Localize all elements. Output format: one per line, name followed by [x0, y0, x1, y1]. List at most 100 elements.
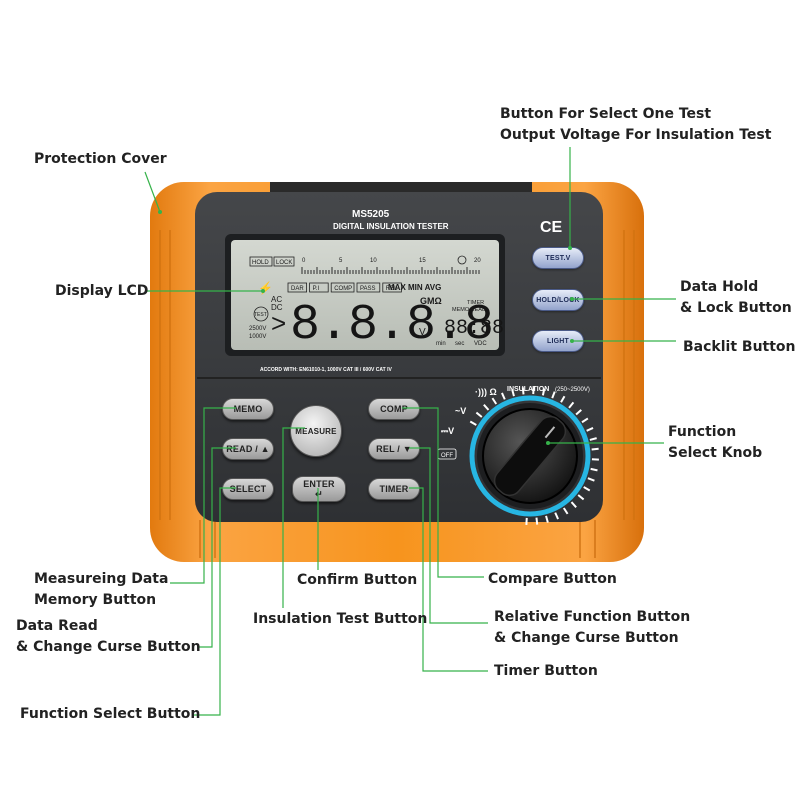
knob-dcv-label: ⎓V: [441, 426, 454, 436]
lcd-hold: HOLD: [252, 260, 269, 266]
knob-ohm-label: ·))) Ω: [475, 387, 497, 397]
lcd-timer-label: TIMER: [467, 300, 484, 306]
callout-function-select: Function Select Button: [20, 706, 201, 722]
callout-memory: Measureing Data Memory Button: [34, 571, 169, 608]
lcd-unit-v: V: [419, 327, 426, 338]
display-lcd: [231, 240, 499, 350]
knob-tick: [587, 477, 595, 482]
lcd-test-badge: [253, 306, 269, 322]
lcd-mode-box: [309, 282, 329, 293]
read-button[interactable]: READ / ▲: [222, 438, 274, 460]
callout-compare: Compare Button: [488, 571, 617, 587]
knob-tick: [501, 392, 506, 400]
lcd-mode-indicators: DAR P.I COMP PASS REL: [287, 282, 402, 293]
lcd-2500v: 2500V: [249, 326, 266, 332]
callout-relative: Relative Function Button & Change Curse …: [494, 609, 691, 646]
lcd-1000v: 1000V: [249, 334, 266, 340]
standard-text: ACCORD WITH: EN61010-1, 1000V CAT III / …: [260, 367, 392, 373]
knob-tick: [483, 404, 490, 411]
function-select-knob[interactable]: [482, 408, 578, 504]
knob-insulation-label: INSULATION: [507, 386, 549, 393]
lcd-max-min-avg: MAX MIN AVG: [388, 283, 441, 292]
comp-button[interactable]: COMP: [368, 398, 420, 420]
lcd-mode-dar: DAR: [291, 286, 304, 292]
lcd-vdc: VDC: [474, 341, 487, 347]
knob-tick: [491, 397, 498, 405]
lcd-mode-box: [382, 282, 402, 293]
measure-button[interactable]: MEASURE: [290, 405, 342, 457]
knob-tick: [535, 517, 539, 525]
timer-button[interactable]: TIMER: [368, 478, 420, 500]
callout-insulation-test: Insulation Test Button: [253, 611, 428, 627]
knob-tick: [521, 387, 525, 395]
lcd-scale-10: 10: [370, 258, 377, 264]
select-button[interactable]: SELECT: [222, 478, 274, 500]
lcd-dc: DC: [271, 303, 283, 312]
knob-tick: [583, 486, 591, 492]
test-voltage-button[interactable]: TEST.V: [532, 247, 584, 269]
enter-button[interactable]: ENTER ↵: [292, 476, 346, 502]
callout-test-voltage: Button For Select One Test Output Voltag…: [500, 106, 772, 143]
lcd-mode-box: [287, 282, 308, 293]
lcd-main-digits: 8.8.8.8: [290, 297, 493, 354]
lcd-min: min: [436, 341, 446, 347]
lcd-greater-than: >: [271, 308, 286, 338]
lcd-mode-box: [330, 282, 355, 293]
callout-hold-lock: Data Hold & Lock Button: [680, 279, 792, 316]
knob-tick: [545, 515, 549, 523]
lcd-scale-0: 0: [302, 258, 306, 264]
lcd-small-digits: 88:88: [444, 317, 504, 340]
callout-display-lcd: Display LCD: [55, 283, 149, 299]
memo-button[interactable]: MEMO: [222, 398, 274, 420]
lcd-sec: sec: [455, 341, 464, 347]
lcd-memo-read: MEMO READ: [452, 307, 486, 313]
knob-tick: [581, 417, 589, 424]
lcd-mode-pass: PASS: [360, 286, 376, 292]
knob-tick: [568, 401, 575, 409]
knob-tick: [511, 389, 515, 397]
enter-label: ENTER: [303, 479, 335, 489]
knob-tick-ring: [469, 387, 599, 525]
lcd-unit-gmo: GMΩ: [420, 296, 442, 306]
device-model: MS5205: [352, 209, 390, 220]
lcd-warning-icon: ⚡: [258, 281, 273, 295]
lcd-scale-20: 20: [474, 258, 481, 264]
lcd-ac: AC: [271, 295, 282, 304]
lcd-mode-pi: P.I: [313, 286, 320, 292]
knob-tick: [586, 427, 594, 432]
lcd-mode-rel: REL: [386, 286, 398, 292]
knob-off-label: OFF: [441, 453, 453, 459]
knob-tick: [577, 494, 585, 501]
knob-tick: [570, 501, 577, 508]
knob-tick: [562, 507, 569, 515]
lcd-mode-comp: COMP: [334, 286, 352, 292]
lcd-scale-5: 5: [339, 258, 343, 264]
knob-tick: [590, 467, 598, 472]
callout-function-knob: Function Select Knob: [668, 424, 763, 461]
callout-protection-cover: Protection Cover: [34, 151, 167, 167]
device-name: DIGITAL INSULATION TESTER: [333, 222, 449, 231]
light-button[interactable]: LIGHT: [532, 330, 584, 352]
enter-arrow-icon: ↵: [315, 489, 323, 499]
knob-insulation-range: (250~2500V): [555, 387, 590, 393]
knob-tick: [551, 391, 556, 399]
lcd-clock-icon: [457, 255, 467, 265]
knob-tick: [575, 409, 582, 416]
ce-mark: CE: [540, 219, 563, 236]
knob-tick: [554, 512, 559, 520]
knob-tick: [541, 388, 546, 396]
callout-confirm: Confirm Button: [297, 572, 418, 588]
hold-lock-button[interactable]: HOLD/LOCK: [532, 289, 584, 311]
callout-backlit: Backlit Button: [683, 339, 796, 355]
knob-acv-label: ~V: [455, 406, 466, 416]
lcd-bar-scale: [301, 267, 480, 274]
callout-data-read: Data Read & Change Curse Button: [16, 618, 201, 655]
knob-tick: [591, 447, 599, 451]
callout-timer: Timer Button: [494, 663, 598, 679]
knob-tick: [589, 437, 597, 441]
knob-tick: [560, 395, 566, 403]
lcd-mode-box: [356, 282, 381, 293]
lcd-lock: LOCK: [276, 260, 292, 266]
rel-button[interactable]: REL / ▼: [368, 438, 420, 460]
